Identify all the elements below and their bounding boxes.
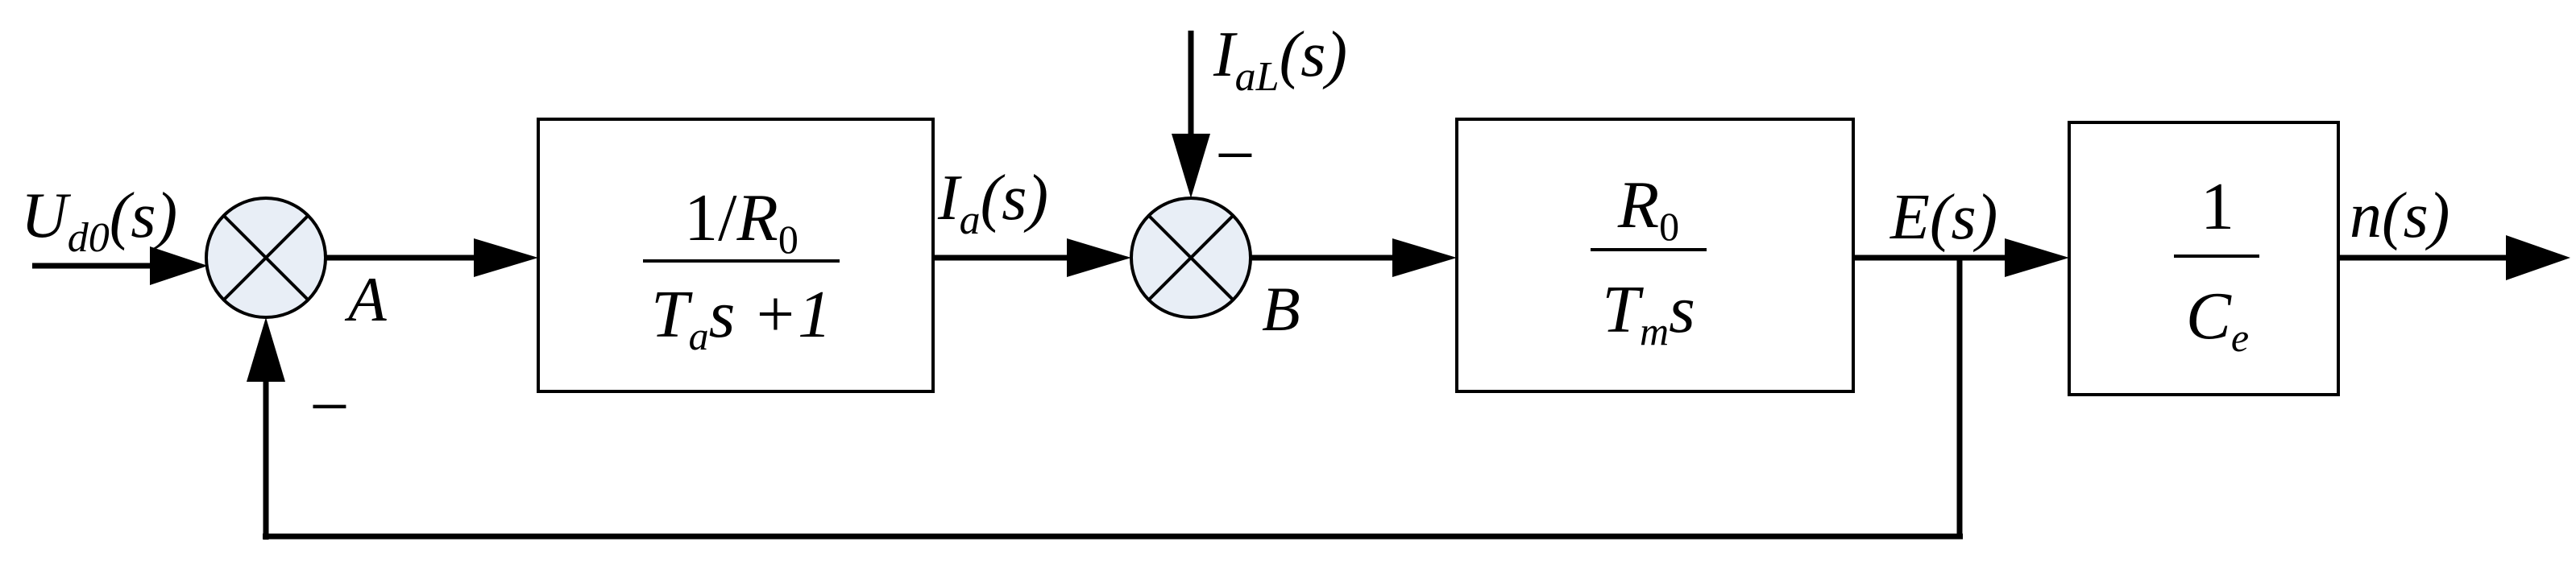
block-armature-numerator: 1/R0 [684, 180, 799, 262]
block-emf-numerator: 1 [2201, 169, 2234, 244]
disturbance-sign: − [1215, 117, 1255, 195]
disturbance-signal-label: IaL(s) [1213, 19, 1347, 100]
arrow-to-junction-2 [1067, 238, 1131, 277]
output-arrow [2506, 235, 2570, 280]
block-armature-denominator: Tas +1 [651, 277, 832, 358]
input-signal-label: Ud0(s) [21, 180, 177, 261]
arrow-to-block-3 [2005, 238, 2069, 277]
disturbance-arrow [1172, 134, 1210, 198]
block-armature [537, 118, 935, 393]
node-a-label: A [344, 264, 387, 334]
e-signal-label: E(s) [1889, 182, 1997, 253]
block-emf [2068, 121, 2340, 396]
feedback-sign: − [309, 368, 350, 446]
input-arrow [150, 246, 208, 285]
block-mechanical-denominator: Tms [1602, 272, 1695, 354]
arrow-to-block-1 [474, 238, 538, 277]
block-emf-denominator: Ce [2186, 279, 2249, 360]
node-b-label: B [1262, 274, 1300, 344]
block-mechanical [1455, 118, 1855, 393]
ia-signal-label: Ia(s) [937, 163, 1048, 243]
arrow-to-block-2 [1392, 238, 1457, 277]
n-signal-label: n(s) [2350, 180, 2449, 251]
summing-junction-2 [1130, 197, 1252, 319]
summing-junction-1 [205, 197, 327, 319]
block-mechanical-numerator: R0 [1617, 168, 1679, 249]
feedback-arrow [247, 317, 285, 382]
